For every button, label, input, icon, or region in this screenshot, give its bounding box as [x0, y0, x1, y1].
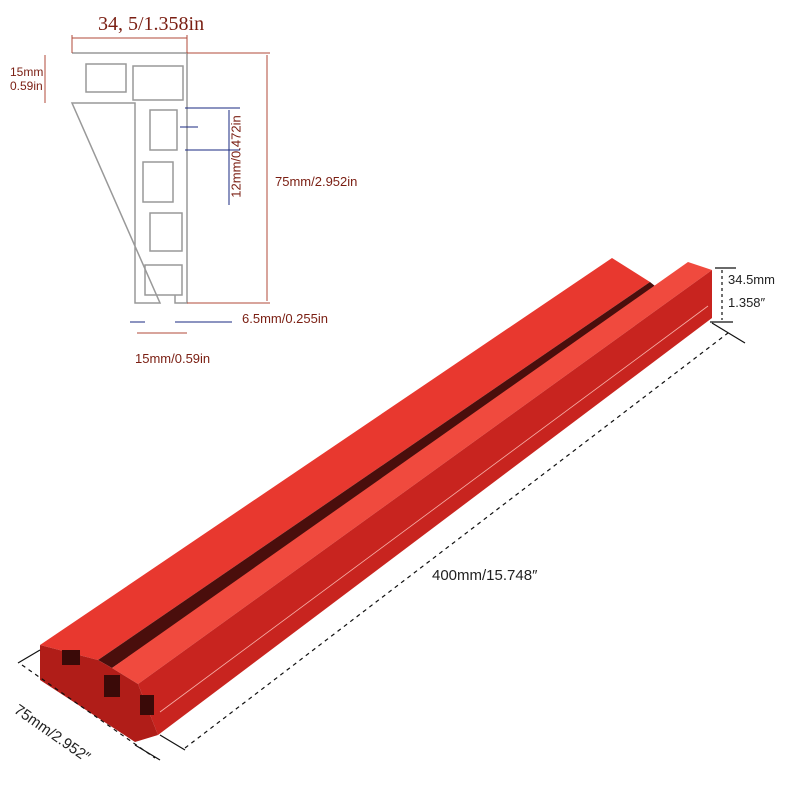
product-height-in-label: 1.358″ — [728, 295, 766, 310]
track-product — [40, 258, 712, 742]
ruler-scale — [159, 305, 709, 713]
product-dimension-lines — [17, 267, 746, 761]
profile-cross-section — [70, 52, 188, 304]
slot-spacing-label: 12mm/0.472in — [228, 115, 244, 198]
profile-dimension-lines — [44, 35, 270, 334]
total-height-label: 75mm/2.952in — [275, 174, 358, 189]
product-height-mm-label: 34.5mm — [728, 272, 775, 287]
top-width-label: 34, 5/1.358in — [98, 13, 205, 35]
product-length-label: 400mm/15.748″ — [432, 567, 538, 584]
slot-opening-label: 6.5mm/0.255in — [242, 311, 328, 326]
top-height-in-label: 0.59in — [10, 79, 43, 93]
top-height-mm-label: 15mm — [10, 65, 44, 79]
stem-width-label: 15mm/0.59in — [135, 351, 211, 366]
profile-blue-arrows — [130, 107, 240, 323]
